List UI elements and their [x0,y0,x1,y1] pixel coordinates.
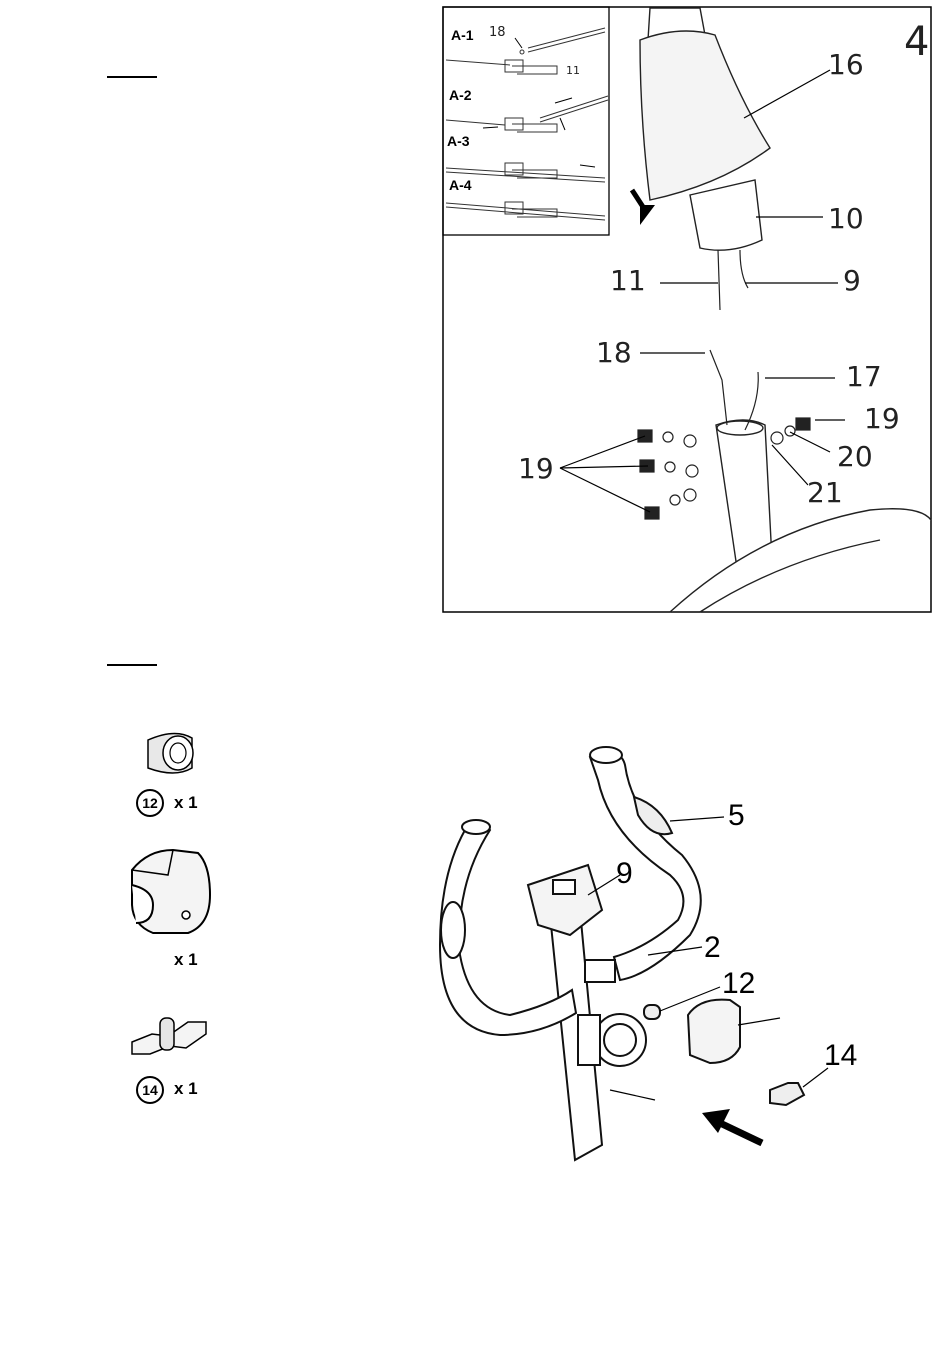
part-14-number: 14 [136,1076,164,1104]
callout-17: 17 [846,360,882,393]
step5-header-rule [107,664,157,666]
callout-2: 2 [704,931,721,964]
step4-cables [710,250,758,430]
step5-diagram: 5 9 2 12 14 [420,735,880,1165]
knob-icon [130,1008,210,1060]
console-mast [640,8,931,612]
inset-callout-18: 18 [489,25,506,40]
inset-label-a3: A-3 [447,133,470,149]
callout-19-left: 19 [518,452,554,485]
spacer-icon [140,728,210,778]
callout-18: 18 [596,336,632,369]
step-number: 4 [904,19,929,65]
inset-callout-11: 11 [566,64,580,77]
callout-12: 12 [722,967,755,1000]
cover-qty: x 1 [174,950,198,970]
step4-diagram: A-1 A-2 A-3 A-4 18 11 [0,0,950,640]
callout-14: 14 [824,1039,857,1072]
inset-label-a2: A-2 [449,87,472,103]
callout-5: 5 [728,799,745,832]
inset-arrows [483,38,595,167]
part-12-qty: x 1 [174,793,198,813]
callout-20: 20 [837,440,873,473]
cover-icon [128,845,213,937]
part-12-number: 12 [136,789,164,817]
part-14-qty: x 1 [174,1079,198,1099]
callout-10: 10 [828,202,864,235]
inset-label-a1: A-1 [451,27,474,43]
inset-label-a4: A-4 [449,177,472,193]
callout-16: 16 [828,48,864,81]
callout-9-s5: 9 [616,857,633,890]
callout-11: 11 [610,264,646,297]
callout-9: 9 [843,264,861,297]
callout-21: 21 [807,476,843,509]
step5-arrow [702,1109,762,1143]
callout-19-right: 19 [864,402,900,435]
